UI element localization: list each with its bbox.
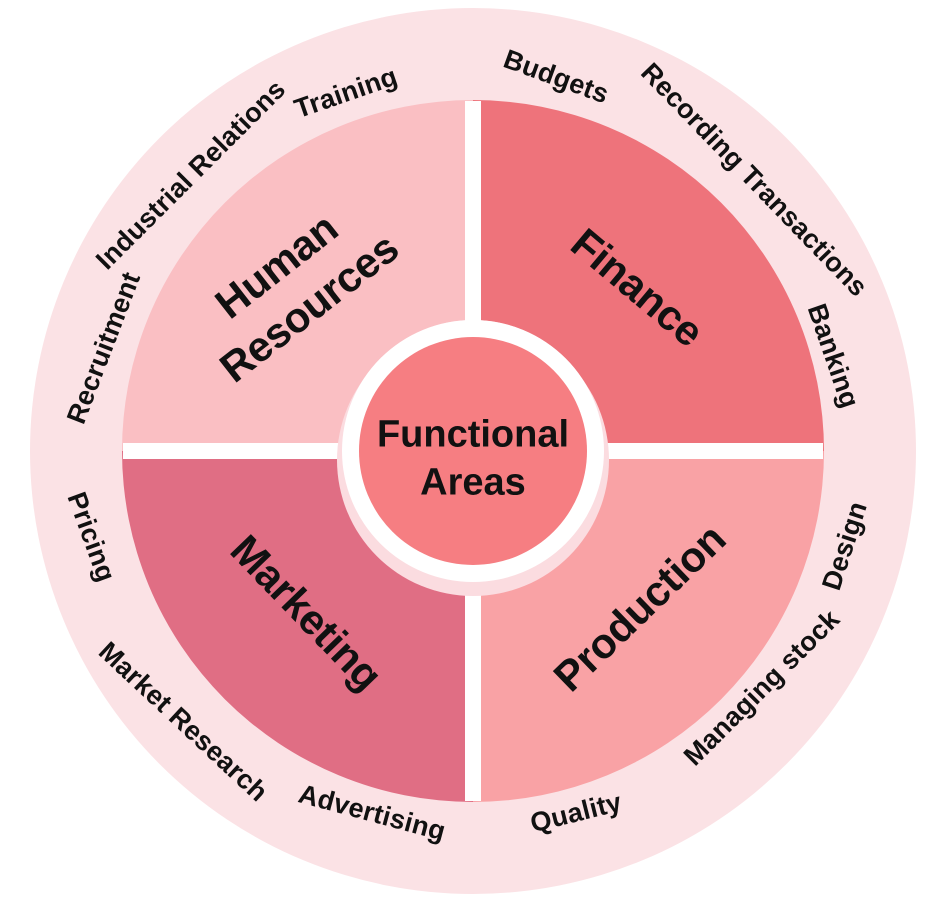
production-segment [473, 451, 824, 802]
finance-segment [473, 100, 824, 451]
marketing-segment [122, 451, 473, 802]
center-circle [359, 337, 587, 565]
center-title: Functional Areas [376, 413, 570, 504]
human-resources-segment [122, 100, 473, 451]
